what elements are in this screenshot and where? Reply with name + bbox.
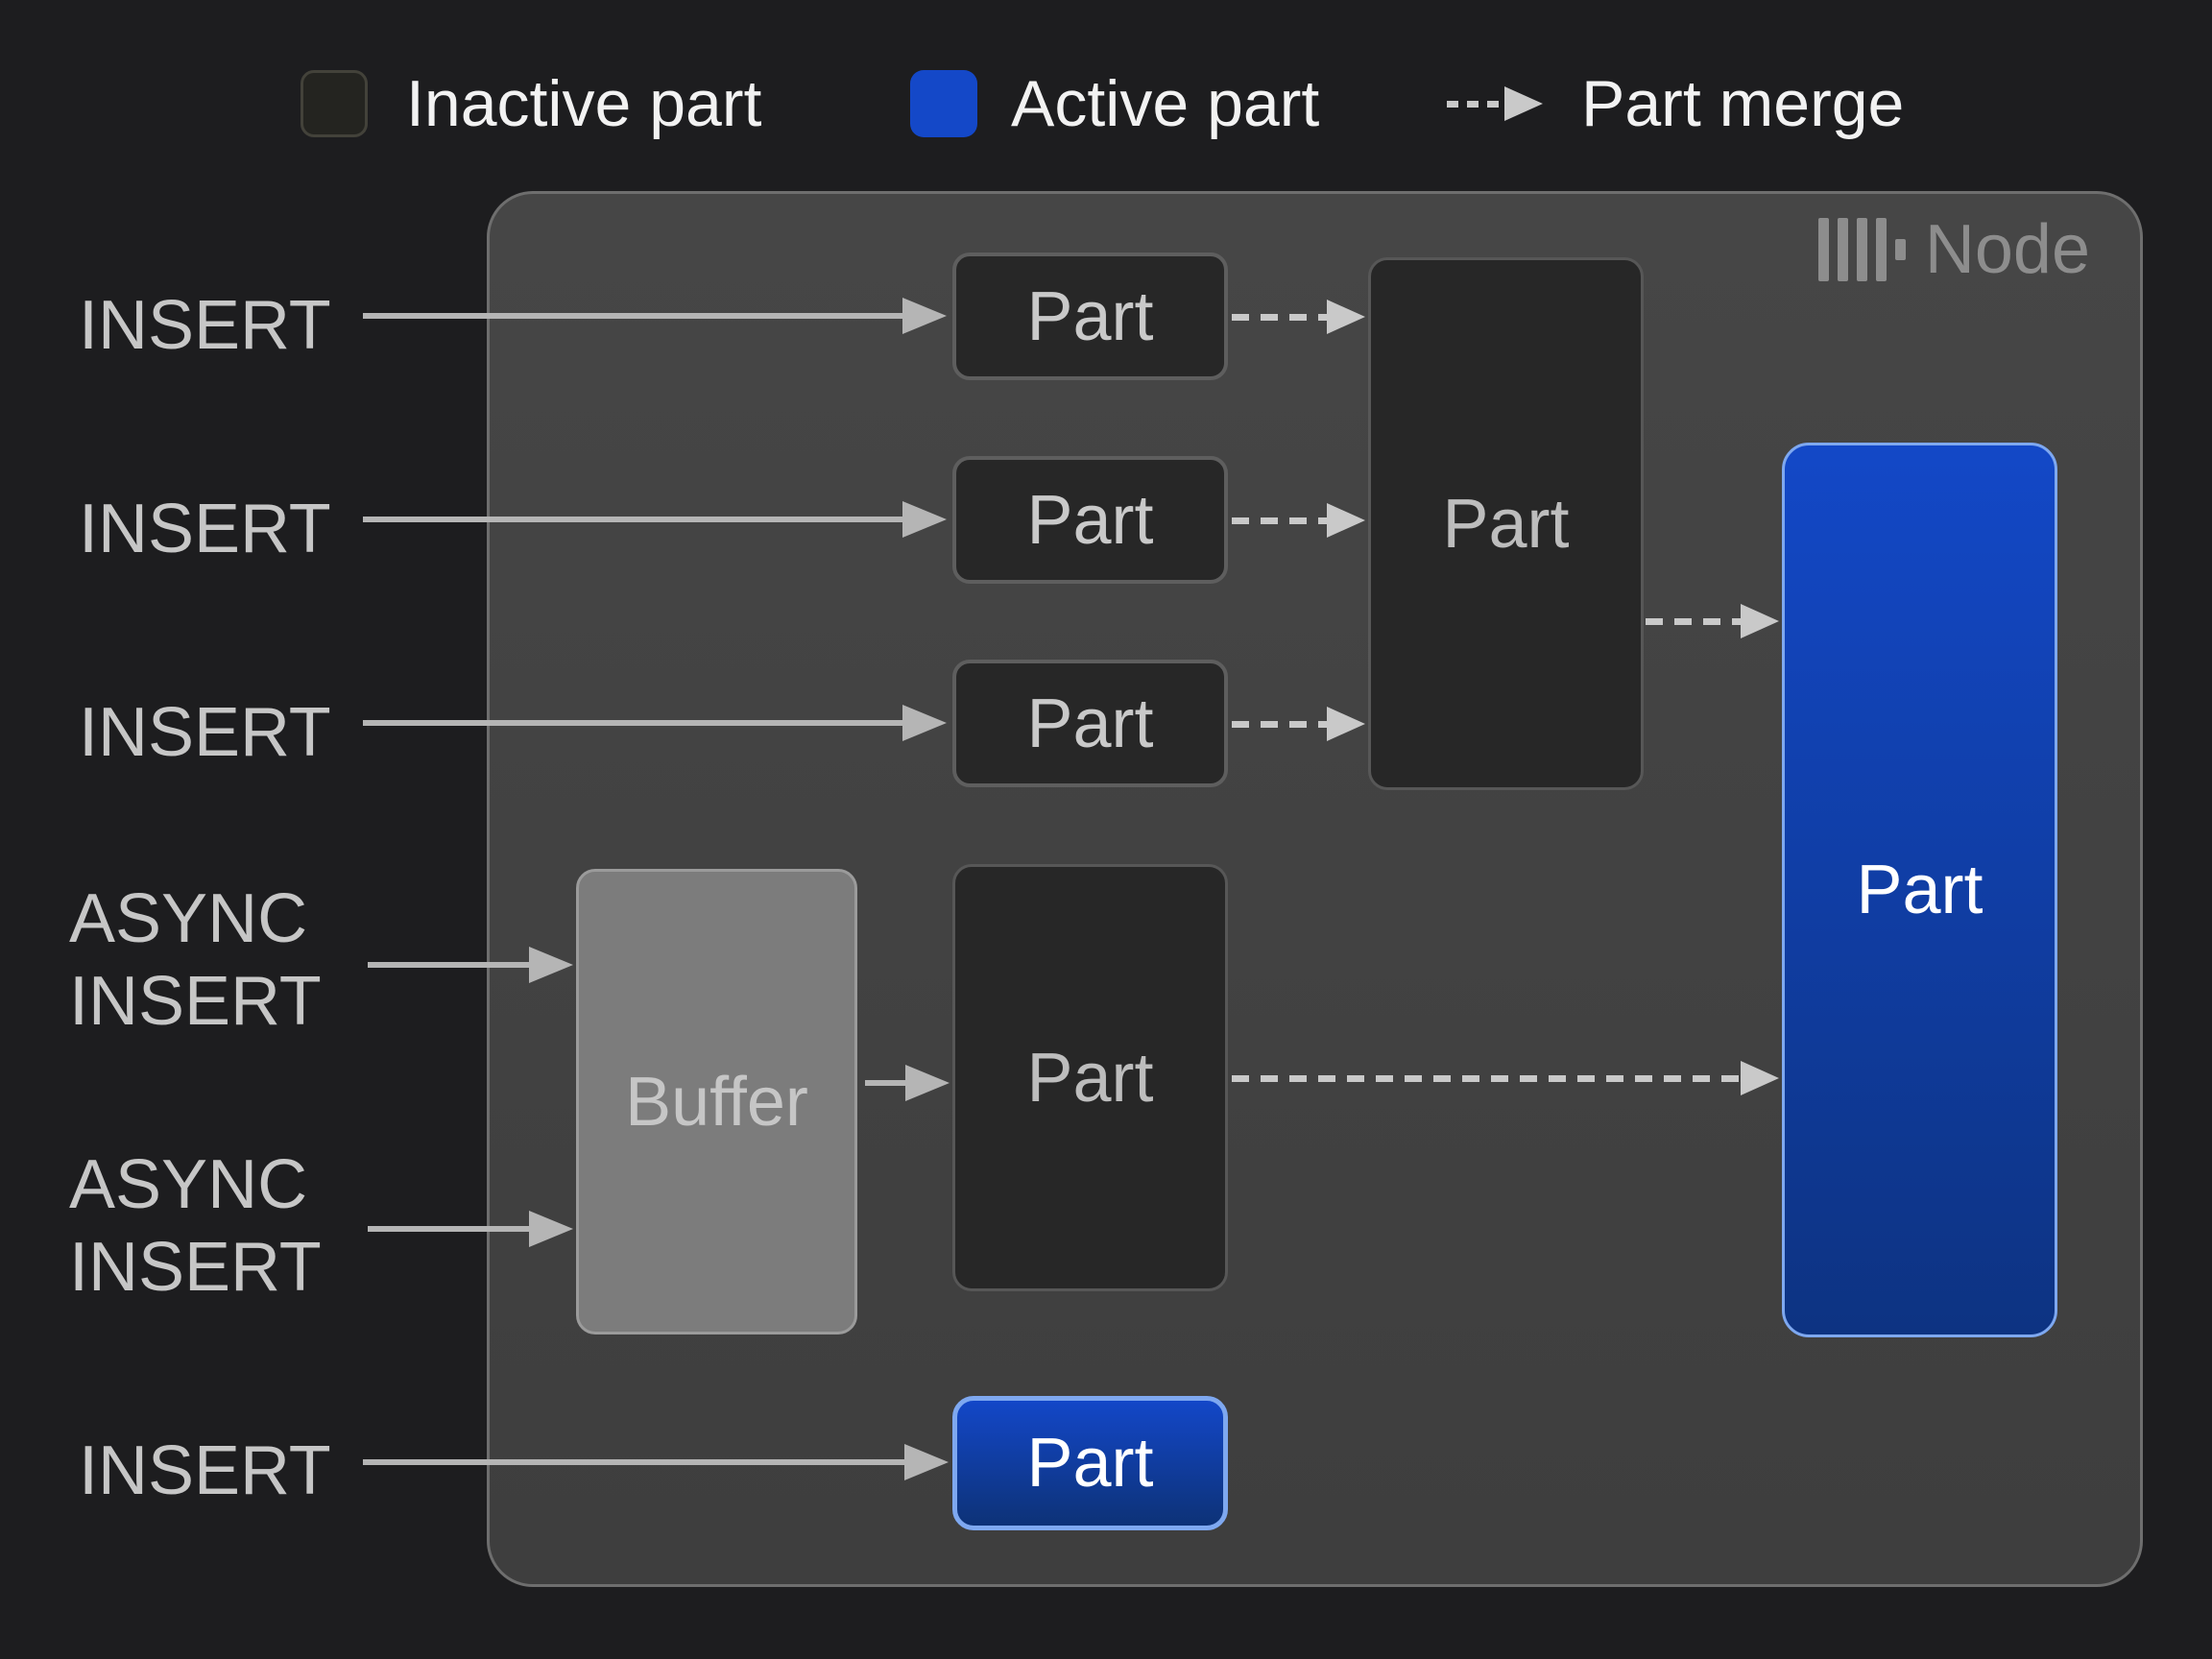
part-box-small-2: Part: [952, 456, 1228, 584]
part-box-small-1-label: Part: [1026, 277, 1154, 355]
part-box-small-1: Part: [952, 252, 1228, 380]
buffer-box-label: Buffer: [625, 1063, 808, 1141]
active-part-swatch-icon: [910, 70, 977, 137]
async-insert-label-2: ASYNC INSERT: [69, 1146, 322, 1306]
part-box-merged: Part: [1368, 257, 1644, 790]
part-box-merged-label: Part: [1442, 485, 1570, 563]
insert-label-4: INSERT: [79, 1432, 331, 1509]
part-box-active-large: Part: [1782, 443, 2057, 1337]
legend-item-active-part: Active part: [910, 67, 1319, 140]
part-box-active-large-label: Part: [1856, 852, 1984, 928]
clickhouse-logo-icon: [1817, 218, 1906, 281]
part-box-active-small: Part: [952, 1396, 1228, 1530]
insert-label-1: INSERT: [79, 287, 331, 364]
node-label: Node: [1924, 211, 2090, 288]
legend-item-part-merge: Part merge: [1447, 67, 1904, 140]
legend-label-part-merge: Part merge: [1581, 67, 1905, 140]
part-box-small-3: Part: [952, 660, 1228, 787]
async-insert-label-1: ASYNC INSERT: [69, 880, 322, 1040]
dashed-arrow-icon: [1447, 84, 1543, 123]
part-box-active-small-label: Part: [1026, 1425, 1154, 1502]
legend-item-inactive-part: Inactive part: [301, 67, 761, 140]
node-header: Node: [1817, 211, 2090, 288]
buffer-box: Buffer: [576, 869, 857, 1334]
part-box-small-2-label: Part: [1026, 481, 1154, 559]
legend-label-inactive-part: Inactive part: [406, 67, 762, 140]
part-box-buffered: Part: [952, 864, 1228, 1291]
part-box-small-3-label: Part: [1026, 685, 1154, 762]
inactive-part-swatch-icon: [301, 70, 368, 137]
insert-label-2: INSERT: [79, 491, 331, 567]
legend-label-active-part: Active part: [1011, 67, 1320, 140]
part-box-buffered-label: Part: [1026, 1039, 1154, 1117]
insert-label-3: INSERT: [79, 694, 331, 771]
